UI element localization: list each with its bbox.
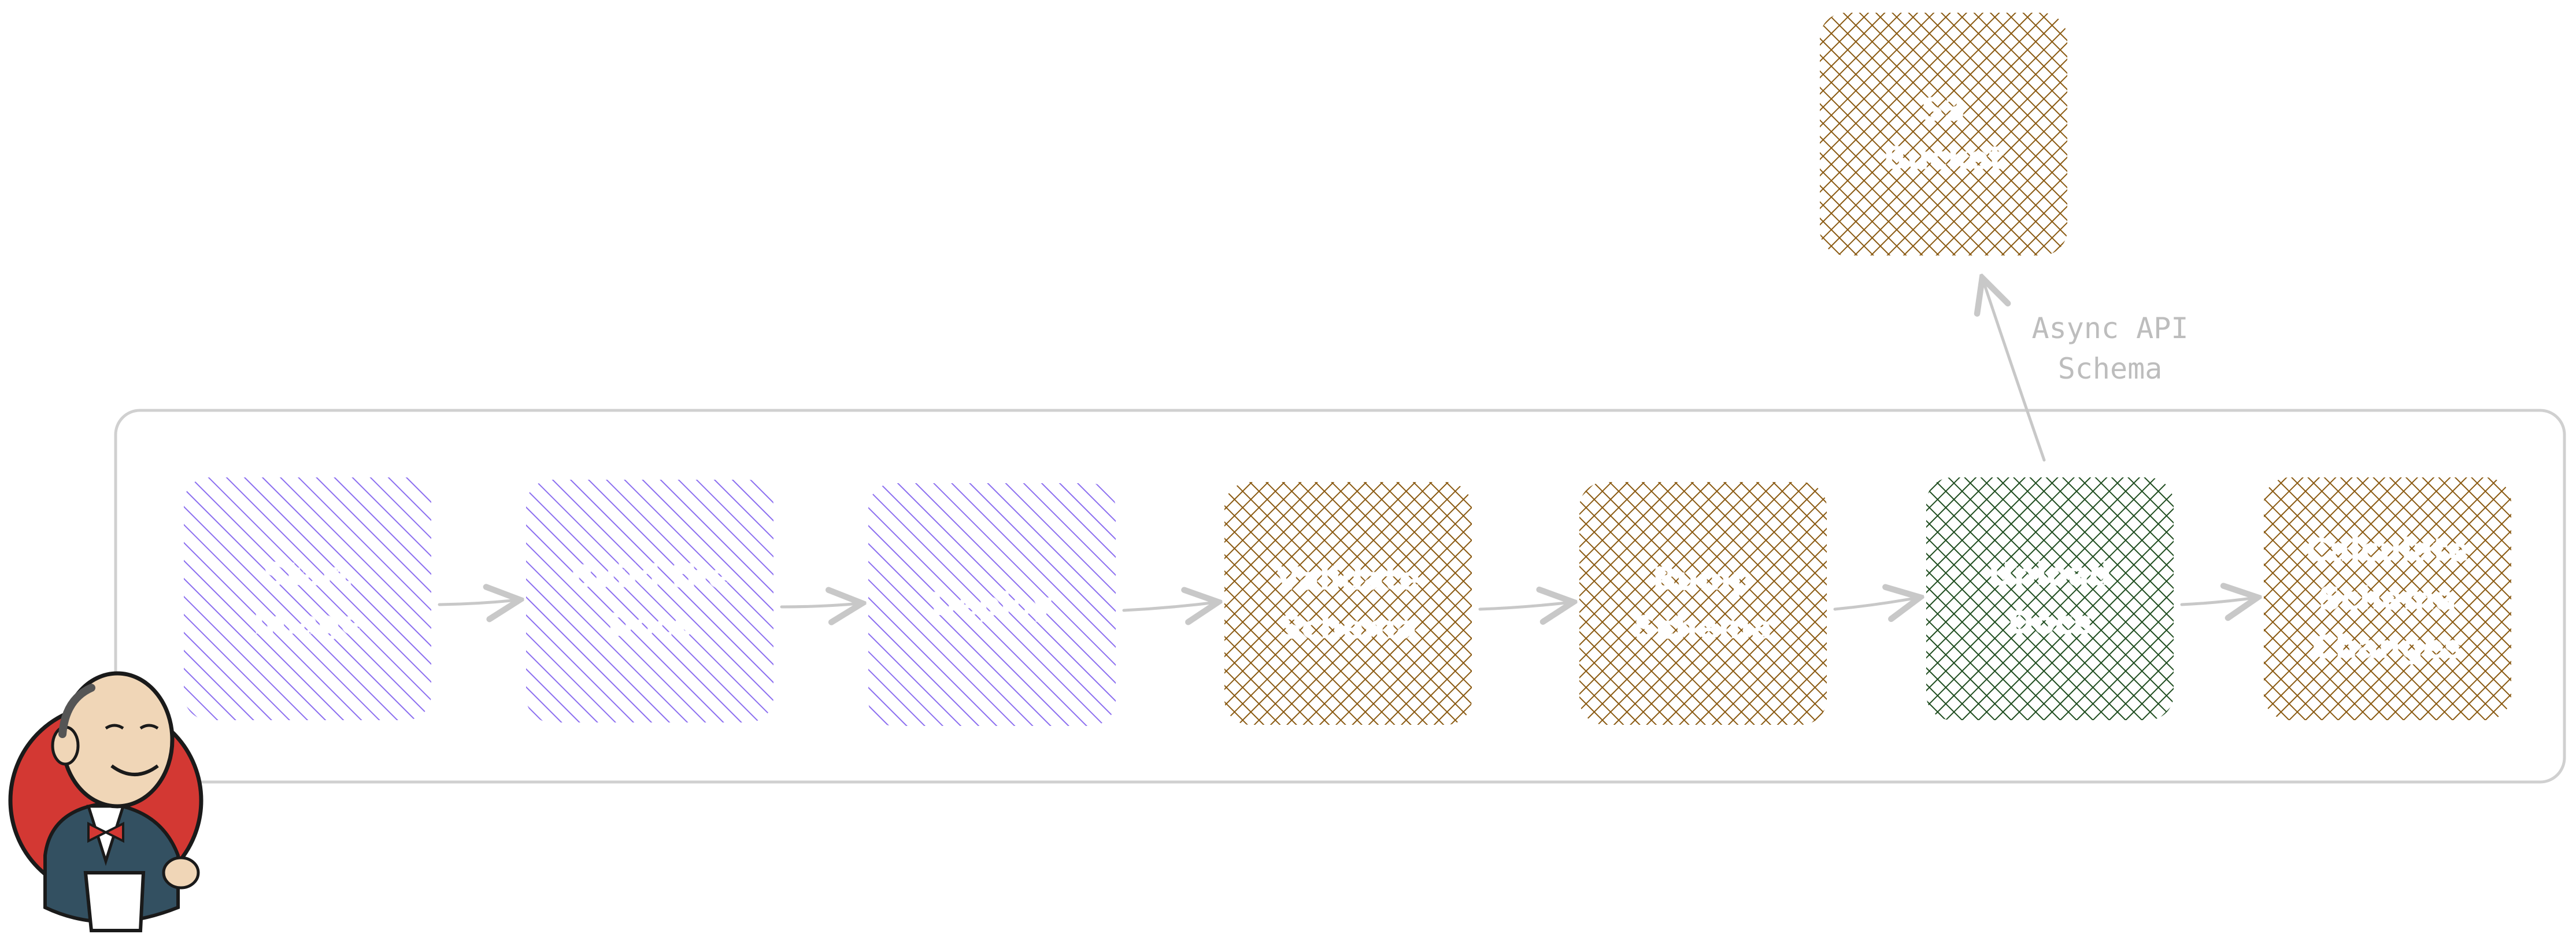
pipeline-node-6-label-line: Upload xyxy=(1988,556,2111,592)
bucket-arrow xyxy=(1983,280,2046,462)
pipeline-node-4-label-line: Validate xyxy=(1276,561,1420,597)
pipeline-node-1-label-line: Image xyxy=(253,605,362,641)
pipeline-node-3: Deploy xyxy=(868,483,1116,726)
pipeline-node-3-label-line: Deploy xyxy=(931,586,1053,622)
pipeline-node-7-label-line: Calculate xyxy=(2306,532,2469,568)
pipeline-node-6-label-line: Docs xyxy=(2008,605,2092,641)
bucket-node-label-line: Bucket xyxy=(1883,140,2004,176)
pipeline-node-2-label-line: Build the xyxy=(571,558,730,595)
pipeline-node-5-label-line: Bump xyxy=(1653,561,1754,597)
pipeline-arrow-2 xyxy=(780,603,860,607)
edge-label-line: Async API xyxy=(2032,312,2189,345)
pipeline-node-7-label-line: Schema xyxy=(2319,580,2457,617)
pipeline-container xyxy=(114,409,2566,784)
pipeline-arrow-1 xyxy=(438,600,518,605)
bucket-node-box xyxy=(1820,13,2067,255)
bucket-node-label-line: S3 xyxy=(1922,91,1966,128)
pipeline-node-5-label-line: Schema xyxy=(1634,609,1772,646)
pipeline-node-1-label-line: Start xyxy=(263,556,352,592)
pipeline-arrow-6 xyxy=(2180,598,2256,605)
jenkins-logo-icon xyxy=(8,671,203,932)
pipeline-arrow-5 xyxy=(1833,598,1918,609)
pipeline-node-3-box xyxy=(868,483,1116,726)
pipeline-node-4-box xyxy=(1224,482,1472,725)
edge-label-layer: Async API Schema xyxy=(2032,312,2189,386)
pipeline-node-2-box xyxy=(526,480,773,722)
pipeline-node-6-box xyxy=(1926,477,2174,720)
pipeline-node-7-box xyxy=(2264,477,2511,720)
pipeline-node-2-label-line: Docs xyxy=(608,607,692,643)
edge-label-line: Schema xyxy=(2058,352,2163,386)
pipeline-arrow-4 xyxy=(1478,602,1571,609)
pipeline-node-1-box xyxy=(184,477,431,720)
edges-layer xyxy=(438,280,2256,610)
pipeline-node-7-label-line: Changes xyxy=(2312,629,2463,665)
pipeline-arrow-3 xyxy=(1122,602,1216,610)
pipeline-node-4-label-line: Schema xyxy=(1279,609,1417,646)
pipeline-node-5-box xyxy=(1579,482,1827,725)
